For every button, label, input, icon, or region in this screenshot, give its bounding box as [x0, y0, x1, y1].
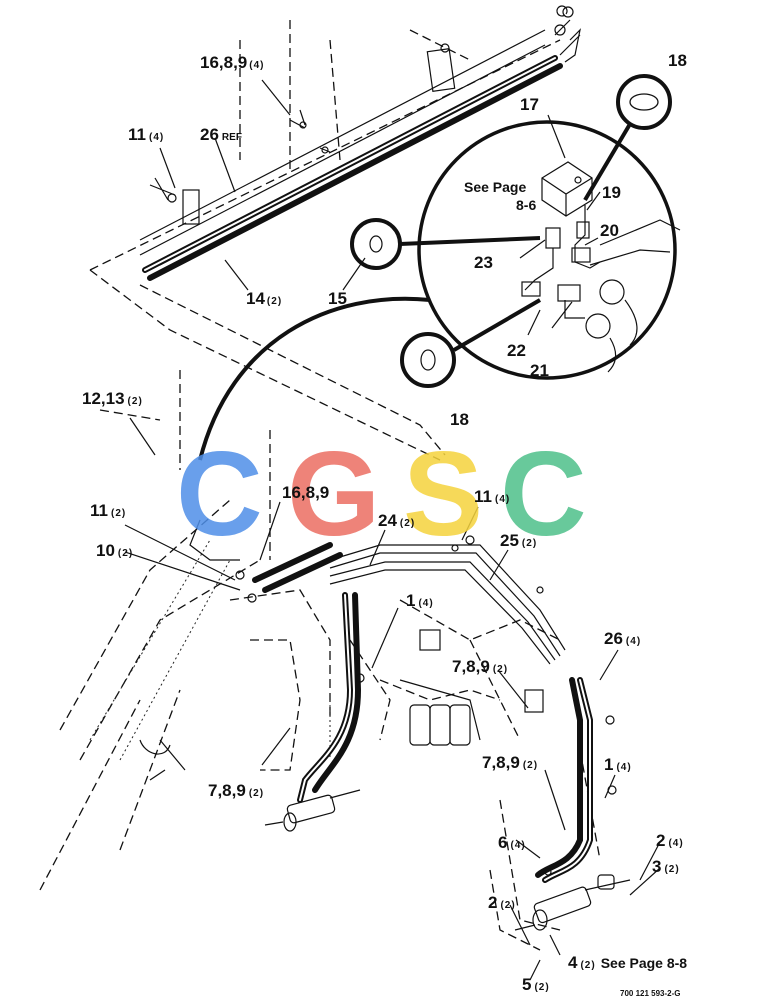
callout-18-top: 18: [668, 51, 687, 70]
watermark-letter-s: S: [403, 427, 483, 561]
callout-3: 3(2): [652, 857, 680, 876]
see-page-8-6-line1: See Page: [464, 179, 526, 195]
cylinder-left: [264, 789, 361, 832]
callout-7-8-9-right: 7,8,9(2): [482, 753, 538, 772]
cylinder-right: [514, 874, 631, 931]
seal-18-inset-top: [583, 74, 672, 202]
cgsc-watermark: C G S C: [176, 427, 587, 561]
lower-chassis: [39, 499, 601, 951]
callout-20: 20: [600, 221, 619, 240]
leader-lines: [124, 79, 661, 981]
upper-frame: [89, 5, 581, 560]
callout-7-8-9-left: 7,8,9(2): [208, 781, 264, 800]
seal-18-inset-bottom: [400, 298, 542, 388]
detail-magnifier: [198, 74, 681, 461]
callout-2-left: 2(2): [488, 893, 516, 912]
callout-18-bottom: 18: [450, 410, 469, 429]
valve-block: [541, 161, 593, 217]
callout-6: 6(4): [498, 833, 526, 852]
callout-14: 14(2): [246, 289, 282, 308]
callout-1-right: 1(4): [604, 755, 632, 774]
callout-5: 5(2): [522, 975, 550, 994]
callout-11-top: 11(4): [128, 125, 164, 144]
watermark-letter-c1: C: [176, 427, 263, 561]
callout-1-mid: 1(4): [406, 591, 434, 610]
seal-15-inset: [350, 218, 541, 270]
see-page-8-6-line2: 8-6: [516, 197, 536, 213]
callout-11-left: 11(2): [90, 501, 126, 520]
callout-21: 21: [530, 361, 549, 380]
callout-24: 24(2): [378, 511, 415, 530]
callout-22: 22: [507, 341, 526, 360]
callout-17: 17: [520, 95, 539, 114]
callout-15: 15: [328, 289, 347, 308]
callout-23: 23: [474, 253, 493, 272]
callout-16-8-9-top: 16,8,9(4): [200, 53, 265, 72]
callout-16-8-9-mid: 16,8,9: [282, 483, 329, 502]
watermark-letter-g: G: [287, 427, 380, 561]
lower-hydraulics: [139, 519, 631, 931]
drawing-code: 700 121 593-2-G: [620, 989, 681, 998]
callout-11-right: 11(4): [474, 487, 510, 506]
callout-10: 10(2): [96, 541, 133, 560]
callout-4: 4(2)See Page 8-8: [568, 953, 687, 972]
watermark-letter-c2: C: [500, 427, 587, 561]
callout-19: 19: [602, 183, 621, 202]
callout-12-13: 12,13(2): [82, 389, 143, 408]
callout-2-right: 2(4): [656, 831, 684, 850]
callout-25: 25(2): [500, 531, 537, 550]
callout-26: 26(4): [604, 629, 641, 648]
callout-7-8-9-upper: 7,8,9(2): [452, 657, 508, 676]
